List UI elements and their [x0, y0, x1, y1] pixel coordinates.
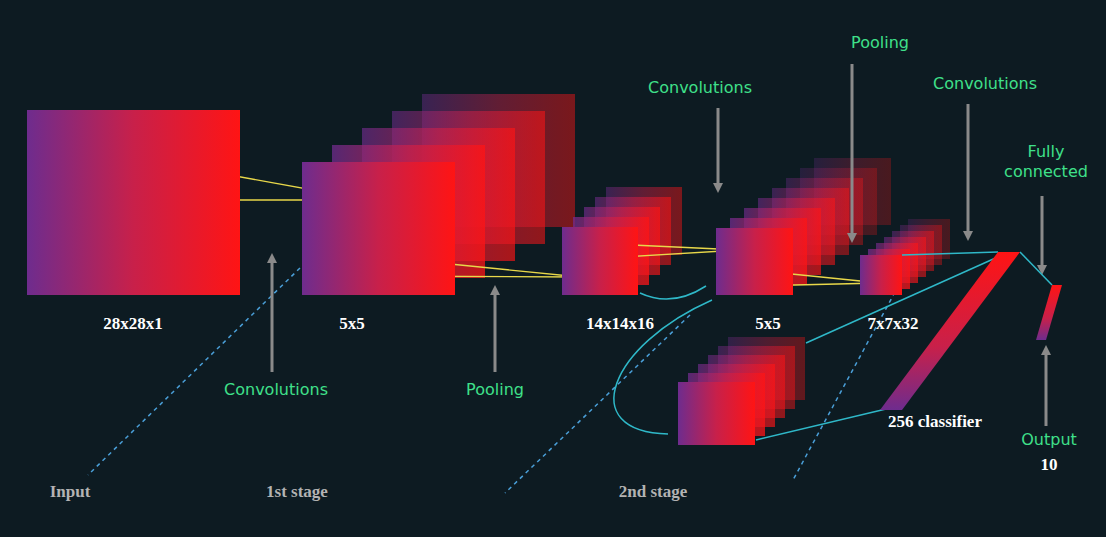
dimension-label: 256 classifier: [887, 410, 983, 434]
feature-map-box: 7x7x32: [860, 255, 902, 295]
operation-label: Convolutions: [224, 380, 328, 400]
operation-label: Convolutions: [648, 78, 752, 98]
dense-layer: 256 classifier: [880, 252, 1020, 410]
layer-shape: [880, 252, 1020, 410]
stage-label: Input: [50, 481, 91, 502]
connection-line: [902, 252, 998, 255]
dimension-label: 10: [1041, 453, 1058, 477]
feature-map-box: 14x14x16: [562, 227, 638, 295]
dimension-label: 14x14x16: [586, 312, 654, 336]
layer-shape: [880, 252, 1020, 410]
operation-label: Pooling: [851, 33, 909, 53]
output-layer: 10: [1036, 285, 1062, 340]
feature-map-box: 28x28x1: [27, 110, 240, 295]
dimension-label: 7x7x32: [868, 312, 919, 336]
dimension-label: 5x5: [339, 312, 365, 336]
pointer-arrows: [272, 64, 1046, 426]
operation-label: Output: [1021, 430, 1077, 450]
layer-shape: [1036, 285, 1062, 340]
feature-map: [678, 382, 755, 445]
feature-map-box: 5x5: [716, 228, 793, 295]
dimension-label: 5x5: [755, 312, 781, 336]
stage-label: 1st stage: [266, 481, 328, 502]
connection-line: [1020, 252, 1052, 285]
layer-shape: [1036, 285, 1062, 340]
stage-label: 2nd stage: [619, 481, 687, 502]
dimension-label: 28x28x1: [103, 312, 163, 336]
operation-label: Fully connected: [1001, 142, 1091, 182]
operation-label: Pooling: [466, 380, 524, 400]
operation-label: Convolutions: [933, 74, 1037, 94]
feature-map-box: 5x5: [302, 162, 455, 295]
stage-dividers: [88, 268, 895, 493]
